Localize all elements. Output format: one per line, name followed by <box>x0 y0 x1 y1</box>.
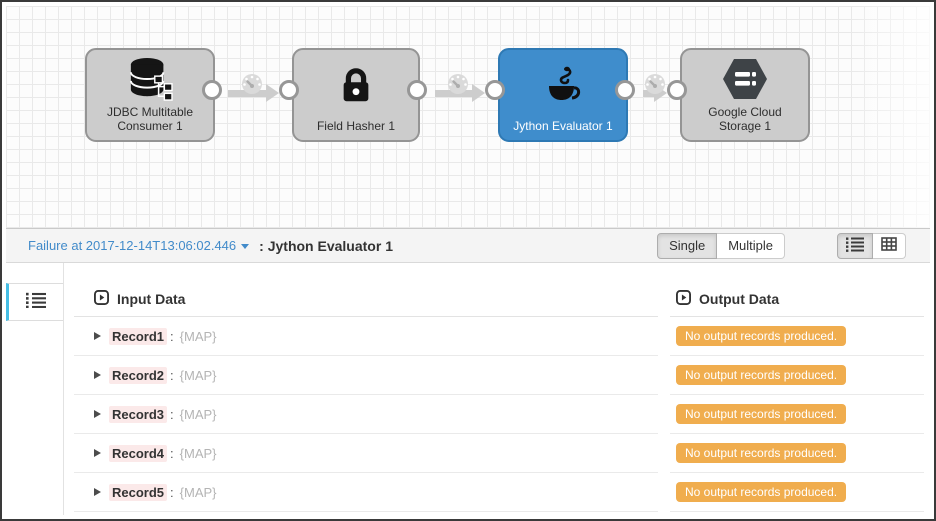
play-square-icon <box>676 289 691 308</box>
pipeline-canvas[interactable]: JDBC Multitable Consumer 1 Field Hasher … <box>6 6 930 228</box>
stage-label: Field Hasher 1 <box>316 118 396 133</box>
input-port[interactable] <box>279 80 299 100</box>
failure-timestamp-dropdown[interactable]: Failure at 2017-12-14T13:06:02.446 <box>28 238 250 253</box>
output-data-column: Output Data No output records produced. … <box>670 281 924 515</box>
jython-coffee-icon <box>541 50 585 119</box>
output-port[interactable] <box>615 80 635 100</box>
list-view-icon <box>846 237 864 255</box>
no-output-badge: No output records produced. <box>676 482 847 502</box>
records-columns: Input Data Record1 : {MAP} Record2 : {MA… <box>64 263 930 515</box>
view-toggle <box>837 232 906 259</box>
list-icon <box>26 292 46 313</box>
record-name[interactable]: Record5 <box>109 483 168 501</box>
record-row: Record5 : {MAP} <box>74 473 658 512</box>
input-data-column: Input Data Record1 : {MAP} Record2 : {MA… <box>74 281 658 515</box>
metrics-gauge-icon <box>644 73 666 100</box>
preview-status-bar: Failure at 2017-12-14T13:06:02.446 : Jyt… <box>6 228 930 263</box>
record-type: {MAP} <box>179 406 217 422</box>
expand-record-icon[interactable] <box>94 449 101 457</box>
record-mode-toggle: Single Multiple <box>657 232 785 259</box>
table-view-button[interactable] <box>873 232 906 259</box>
preview-data-panel: Input Data Record1 : {MAP} Record2 : {MA… <box>6 263 930 515</box>
connector-arrow <box>435 84 485 102</box>
record-type: {MAP} <box>179 328 217 344</box>
records-list-tab[interactable] <box>6 283 63 321</box>
output-port[interactable] <box>202 80 222 100</box>
record-type: {MAP} <box>179 484 217 500</box>
expand-record-icon[interactable] <box>94 488 101 496</box>
no-output-badge: No output records produced. <box>676 443 847 463</box>
stage-label: Google Cloud Storage 1 <box>708 104 782 133</box>
list-view-button[interactable] <box>837 232 873 259</box>
output-row: No output records produced. <box>670 356 924 395</box>
table-view-icon <box>881 237 897 254</box>
selected-stage-title: : Jython Evaluator 1 <box>259 237 393 254</box>
stage-field-hasher[interactable]: Field Hasher 1 <box>292 48 420 142</box>
no-output-badge: No output records produced. <box>676 326 847 346</box>
left-rail <box>6 263 64 515</box>
record-name[interactable]: Record1 <box>109 327 168 345</box>
output-data-header: Output Data <box>670 281 924 317</box>
play-square-icon <box>94 289 109 308</box>
gcs-hexagon-icon <box>721 50 769 105</box>
record-name[interactable]: Record2 <box>109 366 168 384</box>
metrics-gauge-icon <box>241 73 263 100</box>
output-row: No output records produced. <box>670 317 924 356</box>
stage-jython-evaluator[interactable]: Jython Evaluator 1 <box>498 48 628 142</box>
record-row: Record1 : {MAP} <box>74 317 658 356</box>
single-mode-button[interactable]: Single <box>657 232 718 259</box>
record-name[interactable]: Record4 <box>109 444 168 462</box>
record-row: Record4 : {MAP} <box>74 434 658 473</box>
expand-record-icon[interactable] <box>94 410 101 418</box>
metrics-gauge-icon <box>447 73 469 100</box>
expand-record-icon[interactable] <box>94 371 101 379</box>
stage-jdbc-multitable-consumer[interactable]: JDBC Multitable Consumer 1 <box>85 48 215 142</box>
record-type: {MAP} <box>179 445 217 461</box>
no-output-badge: No output records produced. <box>676 404 847 424</box>
expand-record-icon[interactable] <box>94 332 101 340</box>
record-row: Record3 : {MAP} <box>74 395 658 434</box>
canvas-edge-fade <box>850 6 930 228</box>
output-port[interactable] <box>407 80 427 100</box>
multiple-mode-button[interactable]: Multiple <box>717 232 785 259</box>
record-type: {MAP} <box>179 367 217 383</box>
output-row: No output records produced. <box>670 395 924 434</box>
stage-google-cloud-storage[interactable]: Google Cloud Storage 1 <box>680 48 810 142</box>
input-data-header: Input Data <box>74 281 658 317</box>
output-row: No output records produced. <box>670 473 924 512</box>
stage-label: Jython Evaluator 1 <box>513 118 613 133</box>
lock-icon <box>337 50 375 119</box>
failure-timestamp-label: Failure at 2017-12-14T13:06:02.446 <box>28 238 237 253</box>
record-name[interactable]: Record3 <box>109 405 168 423</box>
database-icon <box>126 50 174 105</box>
chevron-down-icon <box>241 244 250 249</box>
preview-bar-controls: Single Multiple <box>657 232 906 259</box>
input-port[interactable] <box>667 80 687 100</box>
stage-label: JDBC Multitable Consumer 1 <box>106 104 194 133</box>
record-row: Record2 : {MAP} <box>74 356 658 395</box>
output-row: No output records produced. <box>670 434 924 473</box>
input-port[interactable] <box>485 80 505 100</box>
connector-arrow <box>228 84 279 102</box>
no-output-badge: No output records produced. <box>676 365 847 385</box>
